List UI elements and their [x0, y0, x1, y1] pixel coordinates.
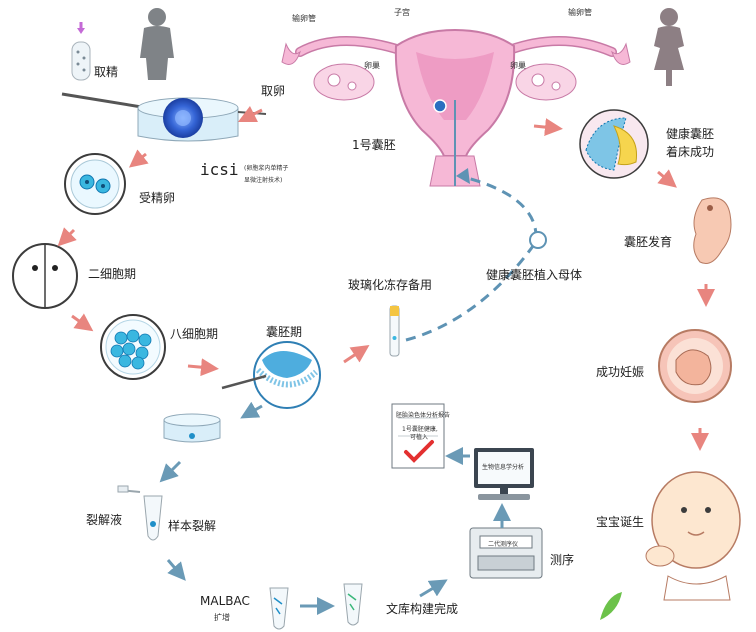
blastocyst-stage-label: 囊胚期	[266, 325, 303, 339]
sperm-tube-icon	[71, 22, 91, 81]
egg-retrieval-label: 取卵	[261, 84, 286, 98]
sample-lysis-label: 样本裂解	[168, 519, 217, 533]
two-cell-embryo-icon	[12, 243, 78, 309]
implantation-icon	[579, 109, 649, 179]
pregnancy-womb-icon	[658, 329, 732, 403]
malbac-tube-icon	[269, 587, 289, 630]
female-silhouette-icon	[654, 8, 684, 86]
library-tube-icon	[343, 583, 363, 626]
fertilized-egg-label: 受精卵	[139, 191, 176, 205]
transfer-arrowhead	[456, 168, 470, 184]
report-line-2-label: 可植入	[410, 434, 429, 441]
malbac-label: MALBAC	[200, 594, 250, 608]
transfer-embryo-icon	[529, 231, 547, 249]
fertilized-egg-icon	[64, 153, 126, 215]
implant-label-line-1: 健康囊胚	[666, 127, 715, 141]
lysis-buffer-label: 裂解液	[86, 513, 123, 527]
analysis-computer-icon	[474, 448, 534, 500]
vitrification-label: 玻璃化冻存备用	[348, 278, 433, 292]
sperm-label: 取精	[94, 65, 119, 79]
report-line-1-label: 1号囊胚健康,	[402, 426, 438, 433]
flow-arrows-blue	[159, 401, 511, 615]
blastocyst-biopsy-icon	[221, 341, 321, 409]
flow-arrows-pink	[57, 105, 715, 451]
eight-cell-label: 八细胞期	[170, 327, 219, 341]
ovary-right-label: 卵巢	[510, 61, 526, 70]
baby-icon	[645, 471, 741, 601]
icsi-note-line-1: (卵胞浆内单精子	[244, 165, 289, 172]
two-cell-label: 二细胞期	[88, 267, 137, 281]
amplify-label: 扩增	[214, 613, 230, 622]
transfer-dashed-path	[405, 174, 538, 342]
fallopian-right-label: 输卵管	[568, 8, 592, 17]
male-silhouette-icon	[140, 8, 174, 80]
development-label: 囊胚发育	[624, 235, 673, 249]
fetus-development-icon	[693, 197, 732, 264]
uterus-icon	[281, 28, 631, 187]
monitor-text-label: 生物信息学分析	[482, 464, 525, 471]
uterus-label: 子宫	[394, 8, 410, 17]
sequencer-text-label: 二代测序仪	[488, 541, 519, 548]
blastocyst-1-label: 1号囊胚	[352, 138, 396, 152]
pregnancy-label: 成功妊娠	[596, 365, 645, 379]
biopsy-sample-dish-icon	[163, 413, 221, 443]
report-document-icon	[391, 403, 445, 469]
baby-label: 宝宝诞生	[596, 515, 645, 529]
transfer-label: 健康囊胚植入母体	[486, 268, 583, 282]
sequencing-label: 测序	[550, 553, 575, 567]
vitrification-straw-icon	[389, 305, 400, 357]
lysis-tube-icon	[117, 485, 163, 541]
icsi-dish-icon	[61, 92, 267, 142]
fallopian-left-label: 输卵管	[292, 14, 316, 23]
implant-label-line-2: 着床成功	[666, 145, 715, 159]
icsi-label: icsi	[200, 160, 239, 179]
ovary-left-label: 卵巢	[364, 61, 380, 70]
icsi-note-line-2: 显微注射技术)	[244, 177, 283, 184]
report-title-label: 胚胎染色体分析报告	[396, 412, 451, 419]
sequencer-machine-icon	[469, 527, 543, 579]
leaf-logo-icon	[600, 592, 622, 620]
eight-cell-embryo-icon	[100, 314, 166, 380]
library-label: 文库构建完成	[386, 602, 459, 616]
